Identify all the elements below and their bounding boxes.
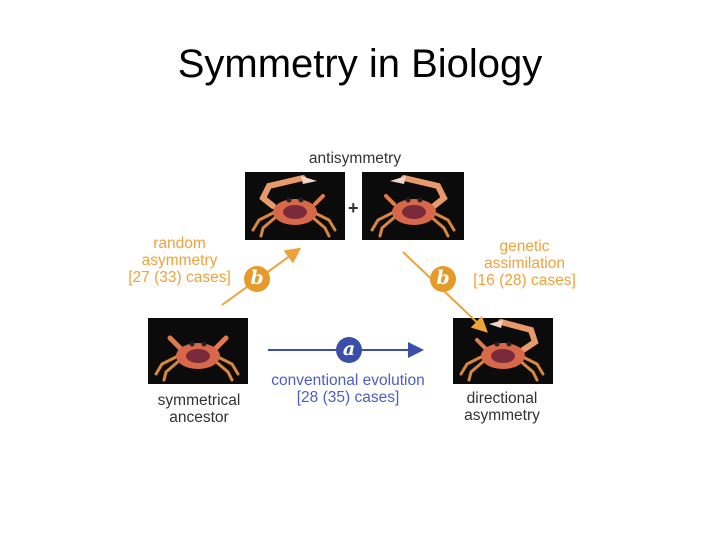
crab-symmetrical-image xyxy=(148,318,248,384)
crab-photo-directional-asymmetry xyxy=(453,318,553,384)
random-asymmetry-label: random asymmetry [27 (33) cases] xyxy=(128,235,231,286)
genetic-assimilation-label: genetic assimilation [16 (28) cases] xyxy=(473,238,576,289)
symmetrical-ancestor-label: symmetrical ancestor xyxy=(157,392,241,426)
antisymmetry-label: antisymmetry xyxy=(308,150,402,167)
conventional-evolution-label: conventional evolution [28 (35) cases] xyxy=(271,372,425,406)
slide-title: Symmetry in Biology xyxy=(177,42,543,86)
badge-a: a xyxy=(336,337,362,363)
crab-right-claw-image xyxy=(362,172,464,240)
directional-asymmetry-label: directional asymmetry xyxy=(464,390,540,424)
crab-photo-antisymmetry-left xyxy=(245,172,345,240)
crab-photo-symmetrical-ancestor xyxy=(148,318,248,384)
badge-b-right: b xyxy=(430,266,456,292)
crab-photo-antisymmetry-right xyxy=(362,172,464,240)
plus-sign: + xyxy=(348,198,359,218)
badge-b-left: b xyxy=(244,266,270,292)
crab-directional-image xyxy=(453,318,553,384)
crab-left-claw-image xyxy=(245,172,345,240)
